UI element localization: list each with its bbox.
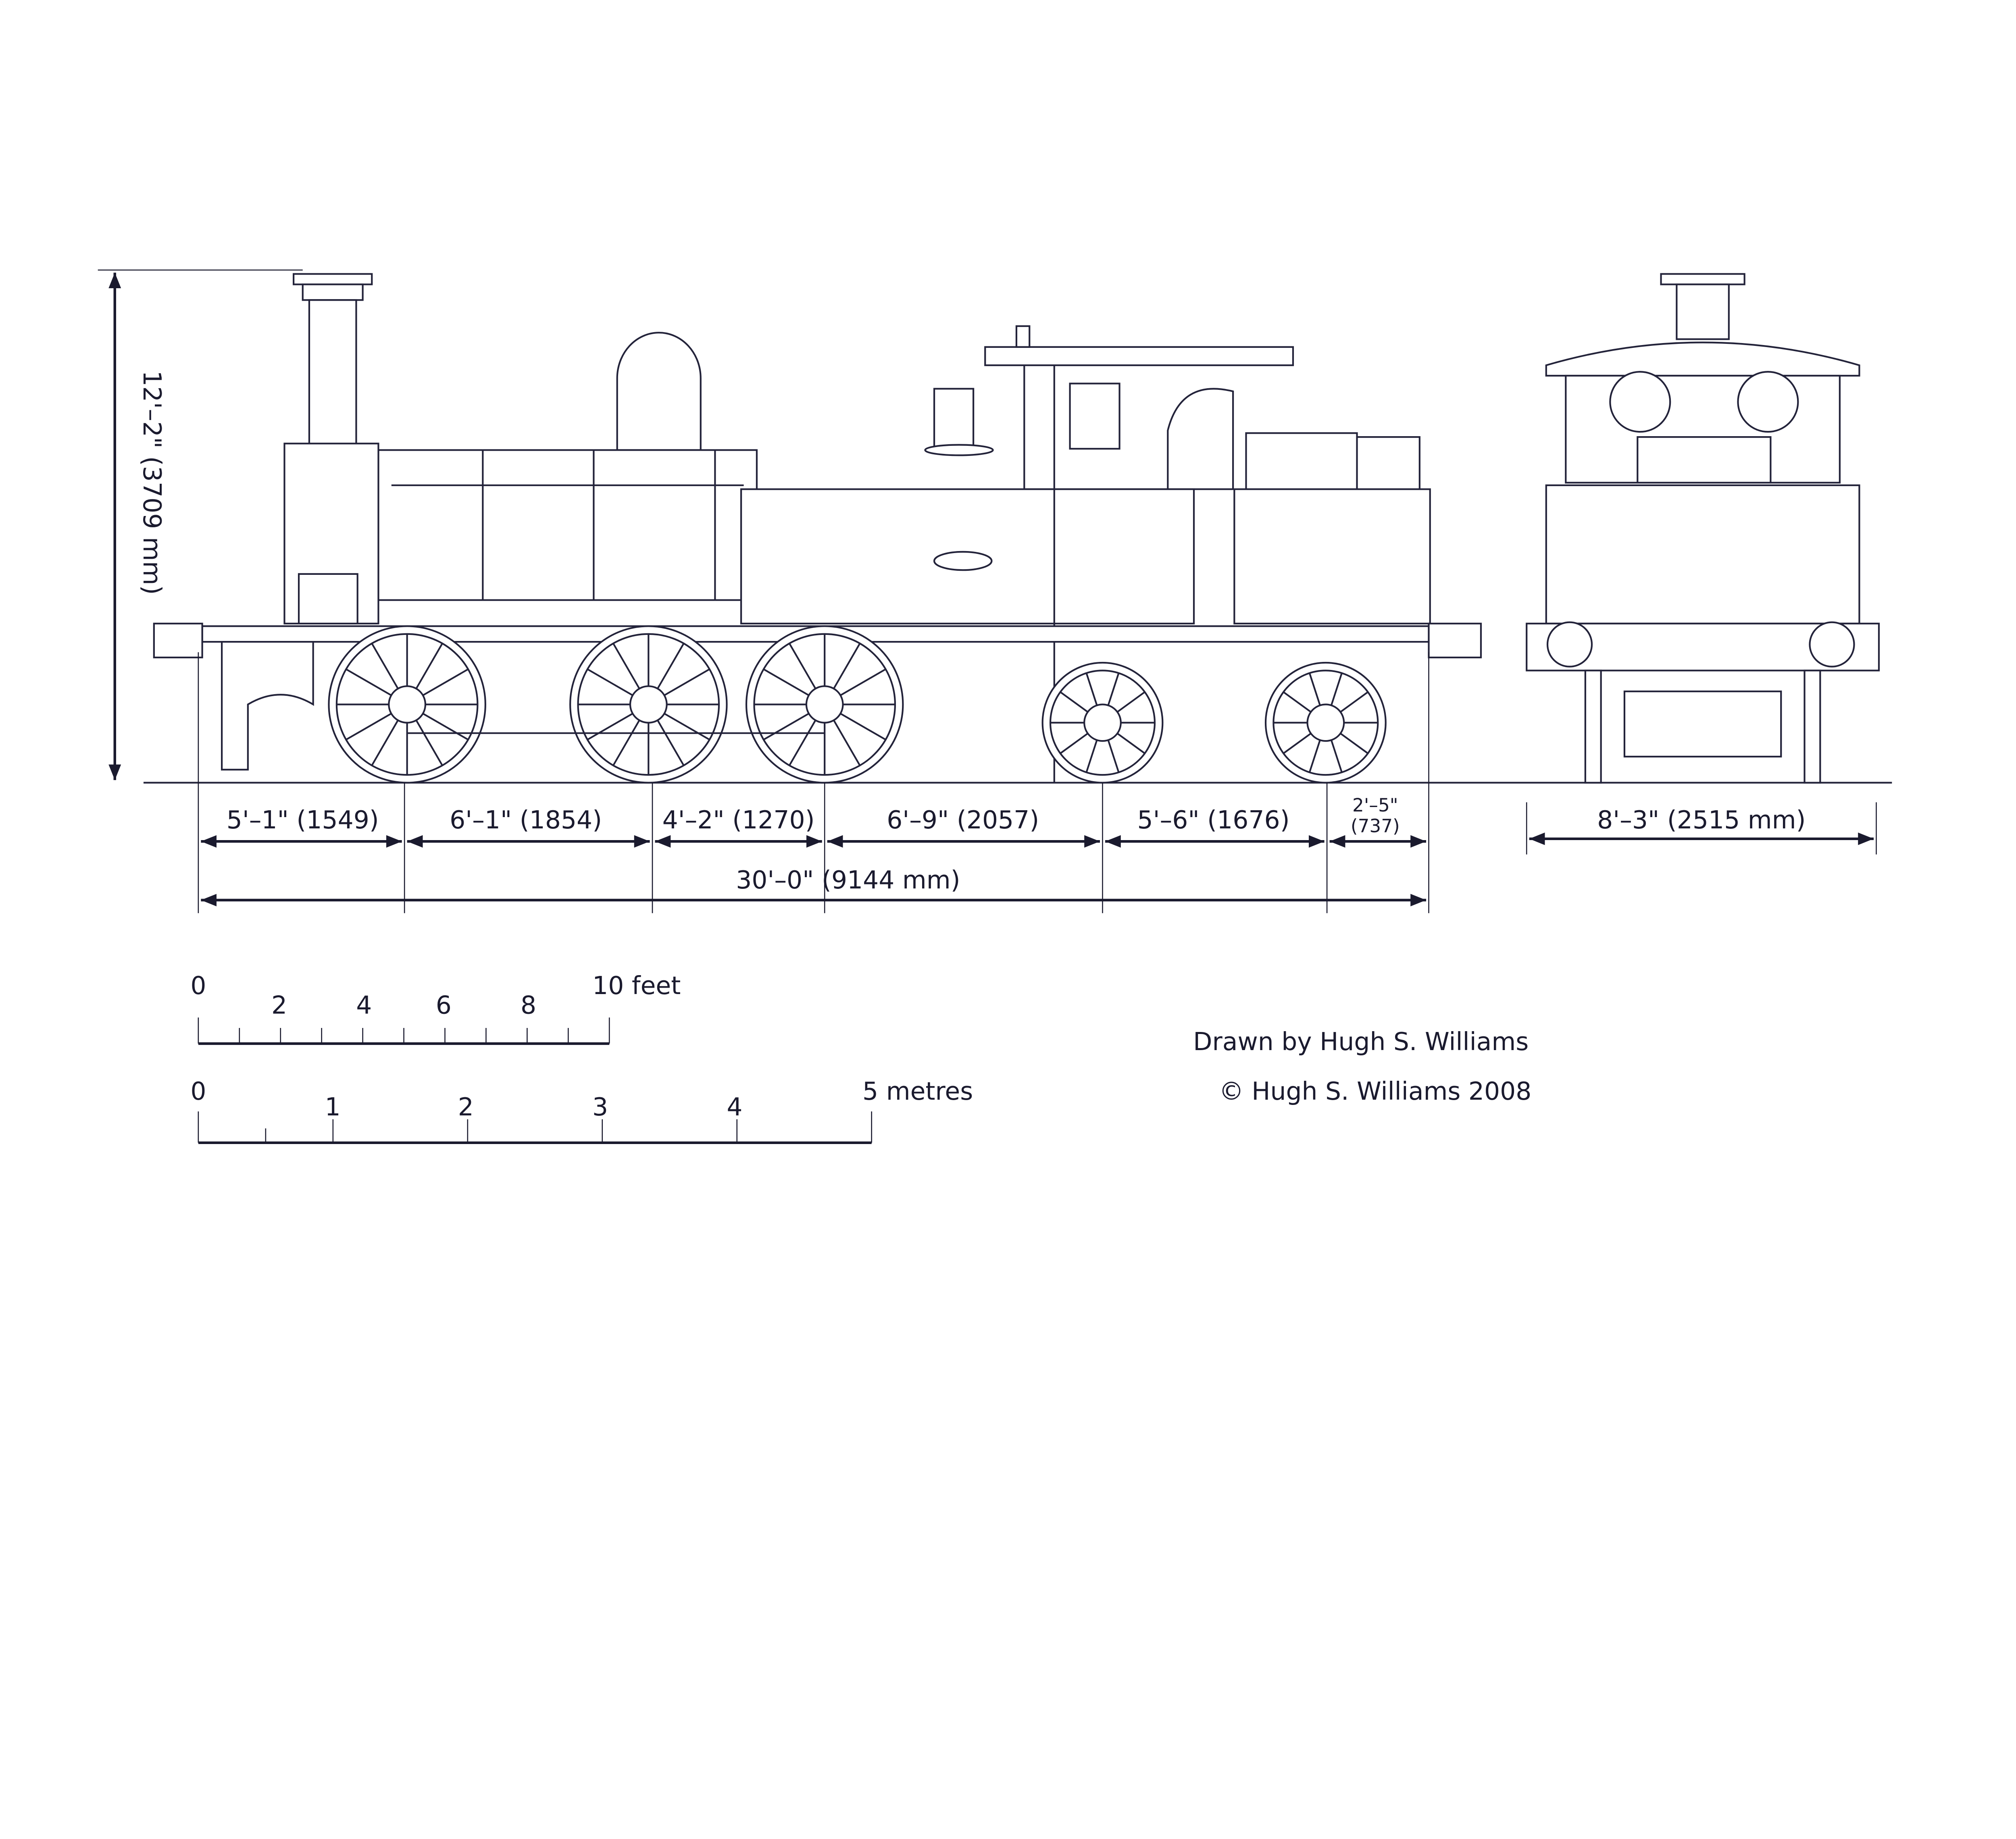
cab-window [1069,383,1120,450]
number-plate [933,551,993,571]
metres-tick-3: 3 [592,1093,608,1121]
feet-end-label: 10 feet [592,972,681,1000]
coal-bunker [1233,488,1431,624]
segment-label-3: 4'–2" (1270) [662,806,815,834]
copyright-notice: © Hugh S. Williams 2008 [1219,1077,1531,1106]
overall-length-label: 30'–0" (9144 mm) [736,866,960,895]
driving-wheel [745,625,904,784]
feet-scale: 0 2 4 6 8 10 feet [190,972,681,1045]
metres-tick-2: 2 [458,1093,474,1121]
locomotive-diagram: 12'–2" (3709 mm) 5'–1" (1549) 6'–1" (185… [98,269,1892,1144]
metres-tick-4: 4 [727,1093,742,1121]
metres-end-label: 5 metres [862,1077,973,1106]
chimney [293,273,373,451]
front-tanks [1545,484,1860,624]
front-window-right [1737,371,1799,433]
feet-tick-0: 0 [190,972,206,1000]
segment-label-6a: 2'–5" [1352,795,1398,816]
safety-valve [933,388,975,449]
segment-label-2: 6'–1" (1854) [450,806,602,834]
wheelbase-dimensions: 5'–1" (1549) 6'–1" (1854) 4'–2" (1270) 6… [198,652,1877,913]
height-label: 12'–2" (3709 mm) [137,370,166,595]
front-buffer [153,622,203,659]
height-dimension: 12'–2" (3709 mm) [98,269,303,780]
rear-buffer [1428,622,1482,659]
cab [984,325,1420,490]
segment-label-5: 5'–6" (1676) [1137,806,1290,834]
trailing-wheel [1264,662,1387,784]
steam-dome [616,332,702,451]
feet-tick-2: 2 [271,991,287,1019]
driving-wheel [328,625,486,784]
drawn-by-credit: Drawn by Hugh S. Williams [1193,1028,1529,1056]
front-window-left [1609,371,1671,433]
feet-tick-6: 6 [436,991,452,1019]
metres-tick-1: 1 [325,1093,341,1121]
boiler [377,449,758,601]
segment-label-6b: (737) [1351,815,1400,837]
side-elevation [143,273,1501,784]
feet-tick-4: 4 [356,991,372,1019]
width-label: 8'–3" (2515 mm) [1597,806,1806,834]
trailing-wheel [1041,662,1164,784]
metres-tick-0: 0 [190,1077,206,1106]
front-cab-roof [1545,341,1860,377]
front-elevation [1500,273,1892,784]
segment-label-1: 5'–1" (1549) [227,806,379,834]
metres-scale: 0 1 2 3 4 5 metres [190,1077,973,1144]
feet-tick-8: 8 [521,991,536,1019]
segment-label-4: 6'–9" (2057) [887,806,1039,834]
driving-wheel [569,625,728,784]
